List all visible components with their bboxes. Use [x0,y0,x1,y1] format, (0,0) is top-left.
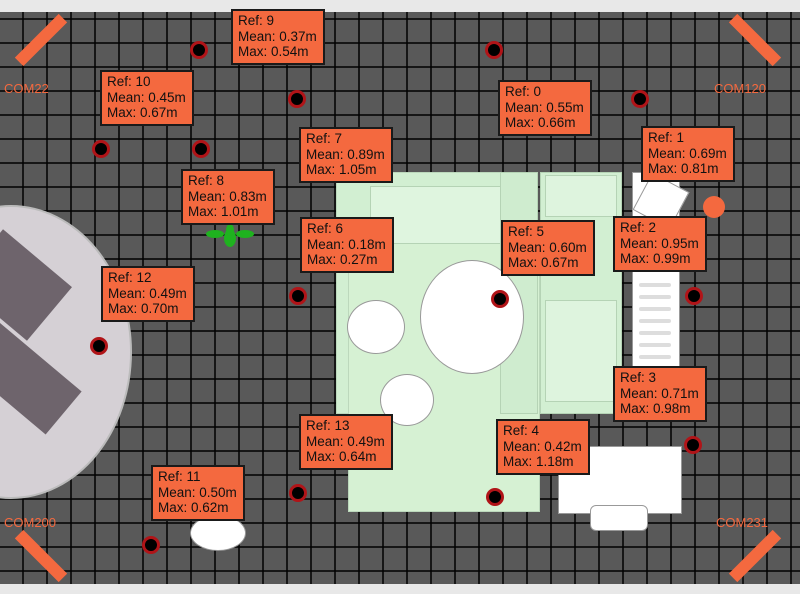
measurement-point [192,140,210,158]
measurement-point [491,290,509,308]
anchor-label-bottom-right: COM231 [716,515,769,530]
anchor-label-top-left: COM22 [4,81,49,96]
measurement-point [190,41,208,59]
anchor-label-top-right: COM120 [714,81,767,96]
stool [190,515,246,551]
anchor-label-bottom-left: COM200 [4,515,57,530]
anchor-device-bottom-right [728,529,782,583]
measurement-point [485,41,503,59]
sofa-cushion [545,300,617,402]
measurement-point [92,140,110,158]
measurement-point [289,287,307,305]
sofa-cushion [545,175,617,217]
measurement-point [90,337,108,355]
anchor-device-top-right [728,13,782,67]
measurement-point [142,536,160,554]
round-table-small [347,300,405,354]
desk-chair [590,505,648,531]
measurement-point [288,90,306,108]
bottom-wall [0,584,800,594]
device-marker [703,196,725,218]
measurement-point [289,484,307,502]
round-table-large [420,260,524,374]
plant-icon [206,224,254,247]
anchor-device-bottom-left [14,529,68,583]
measurement-point [685,287,703,305]
measurement-point [684,436,702,454]
anchor-device-top-left [14,13,68,67]
measurement-point [631,90,649,108]
top-wall [0,0,800,12]
measurement-point [486,488,504,506]
